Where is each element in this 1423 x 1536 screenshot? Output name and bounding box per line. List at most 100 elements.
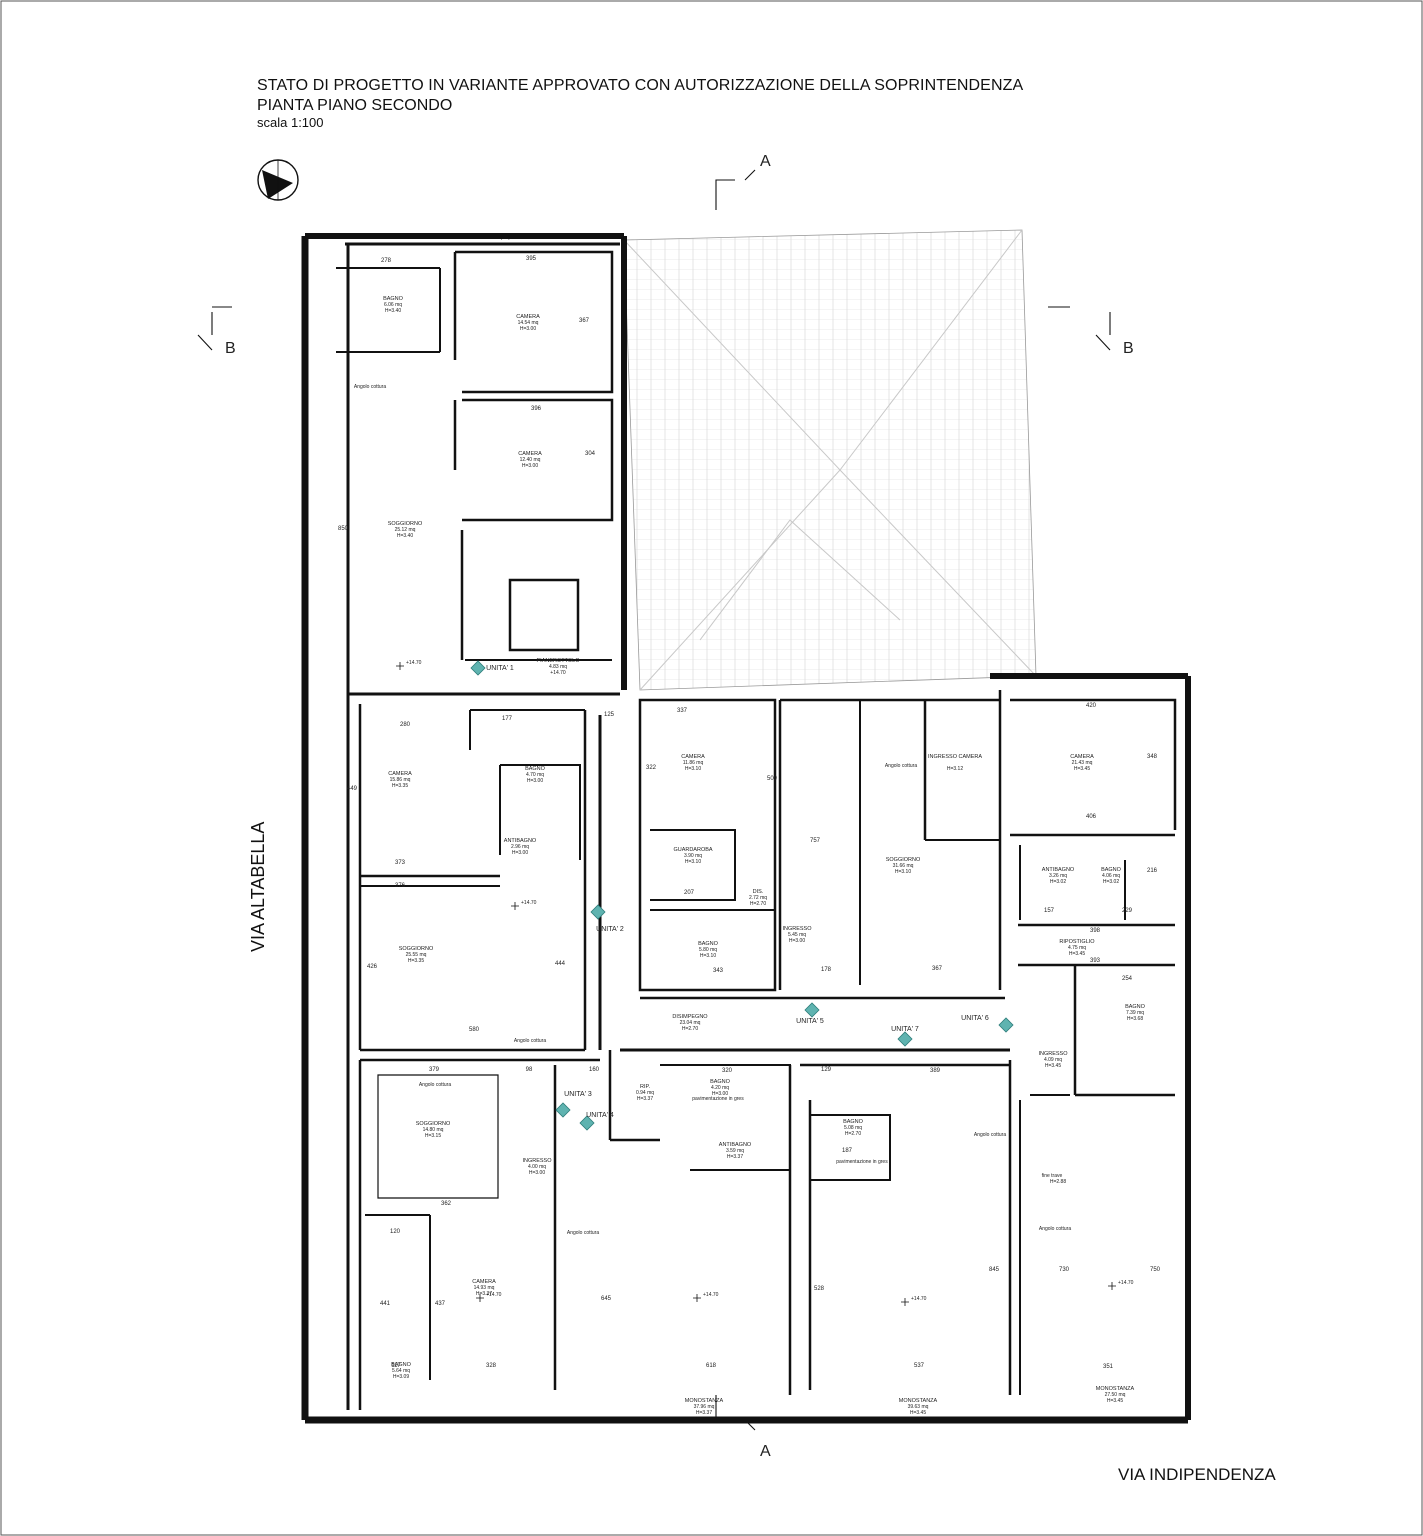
dimension-value: 757 bbox=[810, 838, 821, 844]
dimension-value: 528 bbox=[814, 1286, 825, 1292]
dimension-value: 444 bbox=[555, 961, 566, 967]
room-height: H=3.02 bbox=[1050, 879, 1066, 885]
room-name: SOGGIORNO bbox=[399, 946, 434, 952]
room-height: H=3.45 bbox=[1045, 1063, 1061, 1069]
unit-entrance-arrow-icon bbox=[555, 1102, 571, 1118]
unit-entrance-arrow-icon bbox=[590, 904, 606, 920]
level-note: +14.70 bbox=[703, 1292, 719, 1298]
section-a-bottom-label: A bbox=[760, 1443, 771, 1460]
wall-segment bbox=[1010, 698, 1177, 830]
dimension-value: 396 bbox=[531, 406, 542, 412]
room-area: 21.43 mq bbox=[1072, 760, 1093, 766]
dimension-value: 426 bbox=[367, 964, 378, 970]
level-note: +14.70 bbox=[521, 900, 537, 906]
walls bbox=[301, 233, 1191, 1424]
room-name: CAMERA bbox=[1070, 754, 1094, 760]
room-area: 4.09 mq bbox=[1044, 1057, 1062, 1063]
unit-label: UNITA' 4 bbox=[586, 1112, 614, 1119]
section-a-top-label: A bbox=[760, 153, 771, 170]
kitchen-corner-note: Angolo cottura bbox=[974, 1132, 1006, 1138]
room-area: 5.80 mq bbox=[699, 947, 717, 953]
unit-entrance-arrow-icon bbox=[804, 1002, 820, 1018]
room-area: 4.06 mq bbox=[1102, 873, 1120, 879]
room-height: H=3.09 bbox=[393, 1374, 409, 1380]
room-height: +14.70 bbox=[550, 670, 566, 676]
room-height: H=3.00 bbox=[520, 326, 536, 332]
unit-label: UNITA' 7 bbox=[891, 1026, 919, 1033]
level-mark-icon bbox=[476, 1294, 484, 1302]
dimension-value: 160 bbox=[589, 1067, 600, 1073]
dimension-value: 441 bbox=[380, 1301, 391, 1307]
room-height: H=2.70 bbox=[845, 1131, 861, 1137]
level-note: +14.70 bbox=[406, 660, 422, 666]
room-name: INGRESSO bbox=[522, 1158, 552, 1164]
dimension-value: 320 bbox=[722, 1068, 733, 1074]
room-area: 3.26 mq bbox=[1049, 873, 1067, 879]
street-label-via-indipendenza: VIA INDIPENDENZA bbox=[1118, 1465, 1276, 1484]
room-name: RIP. bbox=[640, 1084, 650, 1090]
room-area: 25.55 mq bbox=[406, 952, 427, 958]
dimension-value: 373 bbox=[395, 860, 406, 866]
room-height: H=3.10 bbox=[685, 859, 701, 865]
roof-area bbox=[623, 229, 1037, 691]
room-name: DIS. bbox=[753, 889, 764, 895]
room-height: H=3.02 bbox=[1103, 879, 1119, 885]
level-note: +14.70 bbox=[911, 1296, 927, 1302]
dimension-value: 187 bbox=[842, 1148, 853, 1154]
room-name: MONOSTANZA bbox=[1096, 1386, 1135, 1392]
unit-label: UNITA' 5 bbox=[796, 1018, 824, 1025]
dimension-value: 393 bbox=[1090, 958, 1101, 964]
wall-segment bbox=[508, 578, 580, 652]
north-arrow-icon bbox=[257, 159, 299, 201]
dimension-value: 750 bbox=[1150, 1267, 1161, 1273]
room-name: MONOSTANZA bbox=[685, 1398, 724, 1404]
room-area: 3.59 mq bbox=[726, 1148, 744, 1154]
room-name: BAGNO bbox=[1125, 1004, 1146, 1010]
room-area: 23.04 mq bbox=[680, 1020, 701, 1026]
dimension-value: 389 bbox=[930, 1068, 941, 1074]
room-area: 6.06 mq bbox=[384, 302, 402, 308]
room-area: 3.90 mq bbox=[684, 853, 702, 859]
room-height: H=3.45 bbox=[1069, 951, 1085, 957]
room-area: 15.86 mq bbox=[390, 777, 411, 783]
level-mark-icon bbox=[396, 662, 404, 670]
kitchen-corner-note: Angolo cottura bbox=[885, 763, 917, 769]
room-height: H=3.00 bbox=[522, 463, 538, 469]
room-area: 12.40 mq bbox=[520, 457, 541, 463]
room-area: 14.93 mq bbox=[474, 1285, 495, 1291]
room-name: BAGNO bbox=[1101, 867, 1122, 873]
room-area: 5.08 mq bbox=[844, 1125, 862, 1131]
unit-label: UNITA' 3 bbox=[564, 1091, 592, 1098]
dimension-value: 328 bbox=[486, 1363, 497, 1369]
room-area: 25.12 mq bbox=[395, 527, 416, 533]
wall-segment bbox=[462, 398, 614, 522]
wall-segment bbox=[500, 764, 581, 860]
room-height: H=3.10 bbox=[895, 869, 911, 875]
section-b-left-label: B bbox=[225, 340, 236, 357]
room-height: H=3.35 bbox=[392, 783, 408, 789]
room-height: H=2.70 bbox=[682, 1026, 698, 1032]
dimension-value: 376 bbox=[395, 883, 406, 889]
kitchen-corner-note: Angolo cottura bbox=[1039, 1226, 1071, 1232]
room-height: H=3.40 bbox=[397, 533, 413, 539]
room-name: SOGGIORNO bbox=[388, 521, 423, 527]
room-height: H=3.37 bbox=[696, 1410, 712, 1416]
dimension-value: 322 bbox=[646, 765, 657, 771]
dimension-value: 367 bbox=[932, 966, 943, 972]
level-mark-icon bbox=[511, 902, 519, 910]
room-height: H=3.12 bbox=[947, 766, 963, 772]
unit-entrance-arrow-icon bbox=[897, 1031, 913, 1047]
dimension-value: 207 bbox=[684, 890, 695, 896]
room-area: 31.66 mq bbox=[893, 863, 914, 869]
room-name: INGRESSO bbox=[1038, 1051, 1068, 1057]
dimension-value: 120 bbox=[390, 1229, 401, 1235]
dimension-value: 177 bbox=[502, 716, 513, 722]
unit-label: UNITA' 2 bbox=[596, 926, 624, 933]
room-name: CAMERA bbox=[681, 754, 705, 760]
room-area: 37.96 mq bbox=[694, 1404, 715, 1410]
dimension-value: 254 bbox=[1122, 976, 1133, 982]
